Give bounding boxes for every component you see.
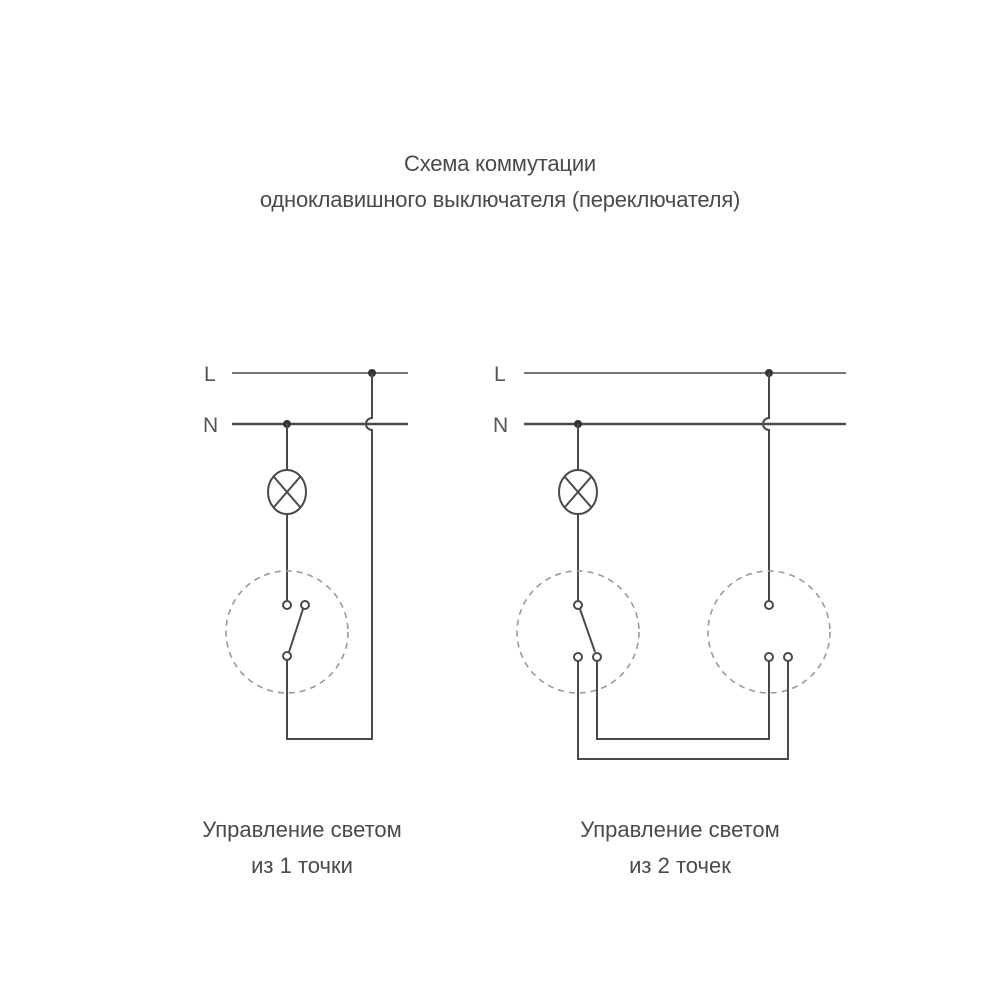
right-switch1-housing	[516, 570, 640, 694]
right-switch2-housing	[707, 570, 831, 694]
right-live-label: L	[494, 363, 506, 386]
left-live-label: L	[204, 363, 216, 386]
right-neutral-label: N	[493, 414, 508, 437]
right-traveller-outer	[577, 661, 789, 760]
right-switch1-icon	[573, 600, 602, 662]
right-switch2-icon	[764, 600, 793, 662]
right-caption-line2: из 2 точек	[629, 853, 731, 878]
left-neutral-label: N	[203, 414, 218, 437]
left-lamp-icon	[267, 469, 307, 515]
right-lamp-icon	[558, 469, 598, 515]
right-caption: Управление светом из 2 точек	[520, 812, 840, 884]
left-caption: Управление светом из 1 точки	[142, 812, 462, 884]
left-live-drop	[286, 373, 373, 740]
left-caption-line2: из 1 точки	[251, 853, 353, 878]
left-switch-icon	[282, 600, 310, 661]
right-traveller-inner	[596, 661, 770, 740]
right-live-drop	[762, 373, 770, 601]
diagram-title-line1: Схема коммутации	[404, 151, 596, 176]
right-circuit	[516, 369, 846, 760]
diagram-title-line2: одноклавишного выключателя (переключател…	[259, 187, 741, 212]
left-circuit	[225, 369, 408, 740]
left-caption-line1: Управление светом	[202, 817, 402, 842]
left-switch-housing	[225, 570, 349, 694]
right-caption-line1: Управление светом	[580, 817, 780, 842]
